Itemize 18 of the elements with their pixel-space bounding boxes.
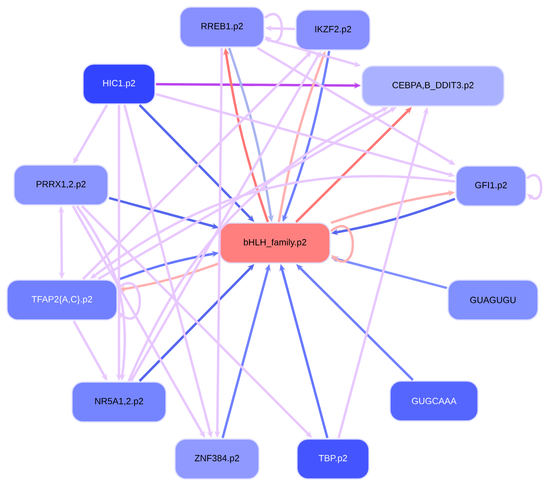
node-box: RREB1.p2 — [179, 6, 265, 48]
node-box: CEBPA,B_DDIT3.p2 — [361, 65, 505, 107]
node-box: HIC1.p2 — [82, 63, 156, 105]
node-box: GUGCAAA — [389, 380, 479, 422]
node-box: TFAP2{A,C}.p2 — [6, 279, 118, 321]
node-box: IKZF2.p2 — [295, 9, 371, 51]
node-box: TBP.p2 — [296, 438, 370, 480]
arrow — [264, 13, 283, 44]
node-box: ZNF384.p2 — [174, 438, 260, 480]
node-box: GFI1.p2 — [455, 165, 527, 207]
node-box: PRRX1,2.p2 — [13, 164, 109, 206]
node-box: GUAGUGU — [447, 279, 539, 321]
node-box: bHLH_family.p2 — [219, 222, 331, 264]
arrow — [330, 225, 354, 262]
node-box: NR5A1,2.p2 — [71, 381, 167, 423]
arrow — [117, 282, 141, 320]
arrow — [82, 51, 312, 280]
arrow — [526, 174, 542, 201]
